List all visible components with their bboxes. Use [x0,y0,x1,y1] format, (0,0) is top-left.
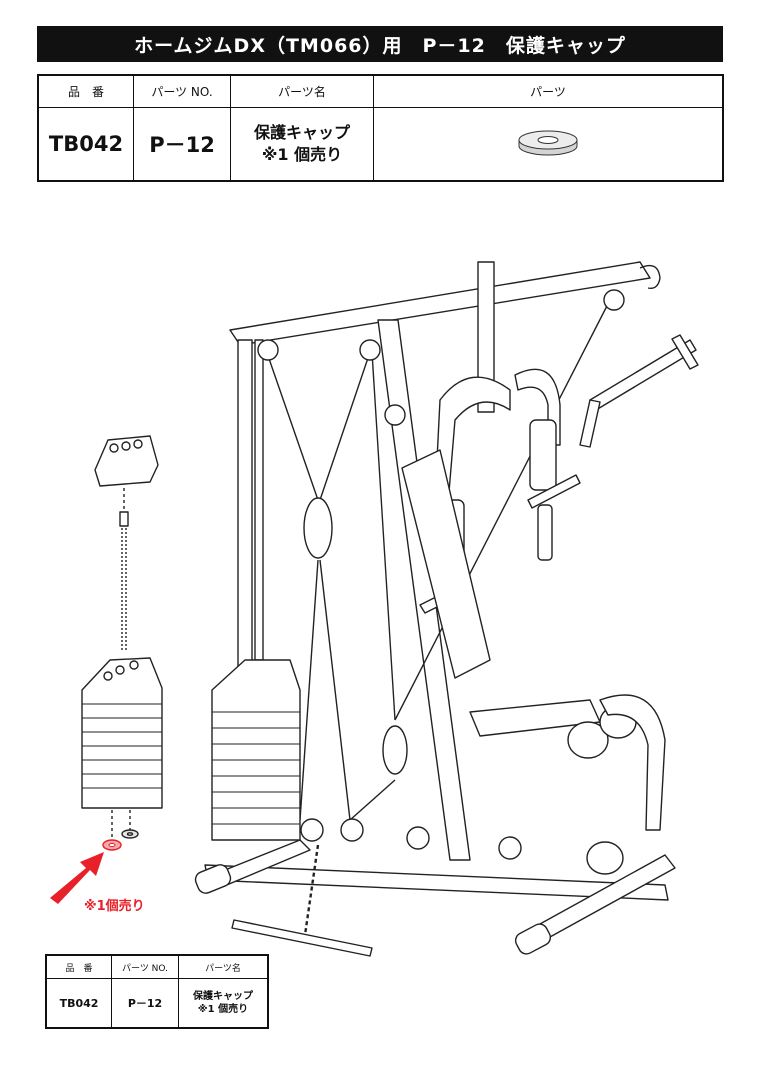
small-header-item-id: 品 番 [45,954,112,979]
small-part-name-line1: 保護キャップ [193,991,253,1002]
small-cell-item-id: TB042 [45,978,112,1029]
small-cell-part-no: P－12 [111,978,179,1029]
small-header-part-name: パーツ名 [178,954,269,979]
small-header-part-no: パーツ NO. [111,954,179,979]
cap-washer-icon [518,130,578,156]
small-cell-part-name: 保護キャップ ※1 個売り [178,978,269,1029]
table-row: TB042 P－12 保護キャップ ※1 個売り [45,978,269,1029]
small-part-name-line2: ※1 個売り [197,1004,249,1015]
arrow-icon [50,852,104,904]
header-part-name: パーツ名 [230,74,374,108]
small-table-header-row: 品 番 パーツ NO. パーツ名 [45,954,269,979]
callout-note: ※1個売り [84,899,145,914]
part-name-line1: 保護キャップ [253,123,350,142]
page-title: ホームジムDX（TM066）用 P－12 保護キャップ [37,26,723,62]
header-item-id: 品 番 [37,74,134,108]
parts-table: 品 番 パーツ NO. パーツ名 パーツ TB042 P－12 保護キャップ ※… [37,74,724,182]
table-row: TB042 P－12 保護キャップ ※1 個売り [37,107,724,182]
table-header-row: 品 番 パーツ NO. パーツ名 パーツ [37,74,724,108]
part-name-line2: ※1 個売り [261,145,343,164]
parts-table-small: 品 番 パーツ NO. パーツ名 TB042 P－12 保護キャップ ※1 個売… [45,954,269,1029]
cell-part-image [373,107,724,182]
cell-part-name: 保護キャップ ※1 個売り [230,107,374,182]
